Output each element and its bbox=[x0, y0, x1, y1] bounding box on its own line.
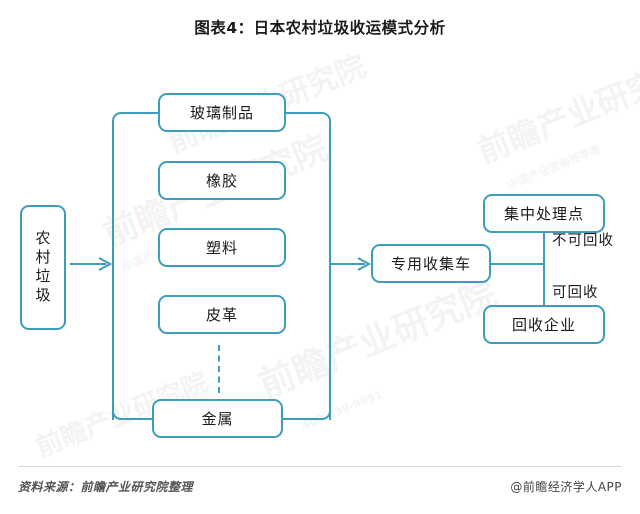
footer-divider bbox=[18, 466, 622, 467]
node-rubber: 橡胶 bbox=[158, 161, 286, 200]
bracket-left-bottom-corner bbox=[112, 408, 138, 420]
bracket-left-stub-bottom bbox=[136, 418, 154, 420]
bracket-right-top-corner bbox=[305, 112, 331, 124]
branch-label-recyclable: 可回收 bbox=[552, 285, 599, 301]
node-special-collection-vehicle: 专用收集车 bbox=[371, 244, 491, 283]
bracket-right-stub-top bbox=[286, 112, 313, 114]
node-recycling-enterprise: 回收企业 bbox=[483, 305, 605, 344]
arrow-materials-to-vehicle bbox=[331, 256, 375, 272]
node-leather: 皮革 bbox=[158, 295, 286, 334]
bracket-right-bottom-corner bbox=[305, 408, 331, 420]
bracket-left-spine bbox=[112, 122, 114, 420]
node-central-treatment-point: 集中处理点 bbox=[483, 194, 605, 233]
bracket-right-stub-bottom bbox=[283, 418, 311, 420]
source-note: 资料来源：前瞻产业研究院整理 bbox=[18, 480, 194, 494]
watermark-text: 前瞻产业研究院 bbox=[250, 266, 503, 409]
node-rural-waste: 农村垃圾 bbox=[20, 205, 66, 330]
chart-title: 图表4：日本农村垃圾收运模式分析 bbox=[194, 19, 446, 37]
branch-label-non-recyclable: 不可回收 bbox=[552, 233, 614, 249]
connector-vehicle-to-split bbox=[491, 263, 545, 265]
bracket-left-top-corner bbox=[112, 112, 138, 124]
watermark-text: 前瞻产业研究院 bbox=[470, 46, 640, 173]
watermark-text: 中国产业咨询领导者 bbox=[505, 141, 603, 193]
connector-split-spine bbox=[543, 222, 545, 314]
bracket-left-stub-top bbox=[136, 112, 160, 114]
node-plastic: 塑料 bbox=[158, 228, 286, 267]
node-glass-products: 玻璃制品 bbox=[158, 93, 286, 132]
arrow-source-to-materials bbox=[70, 256, 114, 272]
bracket-right-spine bbox=[329, 122, 331, 420]
node-metal: 金属 bbox=[152, 399, 283, 438]
brand-credit: @前瞻经济学人APP bbox=[510, 480, 622, 494]
dashed-continuation-line bbox=[218, 345, 220, 393]
